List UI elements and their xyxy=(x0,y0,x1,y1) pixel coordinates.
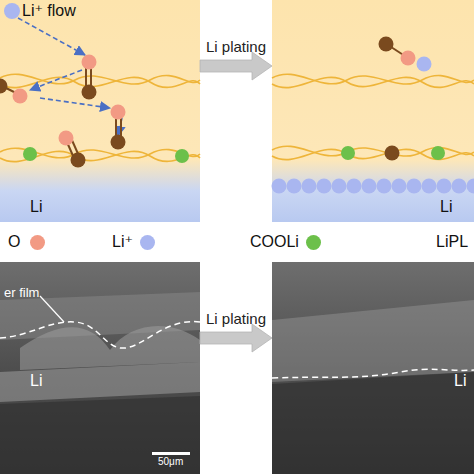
panel-label: Li xyxy=(440,198,452,216)
arrow-label: Li plating xyxy=(206,310,266,327)
figure-panel: Li xyxy=(272,262,474,474)
legend-text: LiPL xyxy=(436,232,468,252)
figure-panel: Li xyxy=(272,0,474,222)
panel-label: er film xyxy=(4,286,39,300)
sem-after xyxy=(272,262,474,474)
legend-swatch xyxy=(30,235,45,250)
legend-text: Li⁺ xyxy=(112,232,133,252)
panel-label: Li xyxy=(30,198,42,216)
block-arrow xyxy=(200,324,272,352)
flow-label: Li⁺ flow xyxy=(22,2,76,20)
legend-swatch xyxy=(306,235,321,250)
arrow-label: Li plating xyxy=(206,38,266,55)
schematic-after xyxy=(272,0,474,222)
legend-text: COOLi xyxy=(250,232,299,252)
panel-label: Li xyxy=(454,372,466,390)
legend: O Li⁺ COOLi xyxy=(0,232,474,254)
figure-panel: er filmLi 50μm xyxy=(0,262,200,474)
schematic-before xyxy=(0,0,200,222)
panel-label: 50μm xyxy=(158,456,183,467)
panel-label: Li xyxy=(30,372,42,390)
sem-before xyxy=(0,262,200,474)
legend-swatch xyxy=(140,235,155,250)
legend-text: O xyxy=(8,232,20,252)
block-arrow xyxy=(200,52,272,80)
figure-panel: Li⁺ flowLi xyxy=(0,0,200,222)
